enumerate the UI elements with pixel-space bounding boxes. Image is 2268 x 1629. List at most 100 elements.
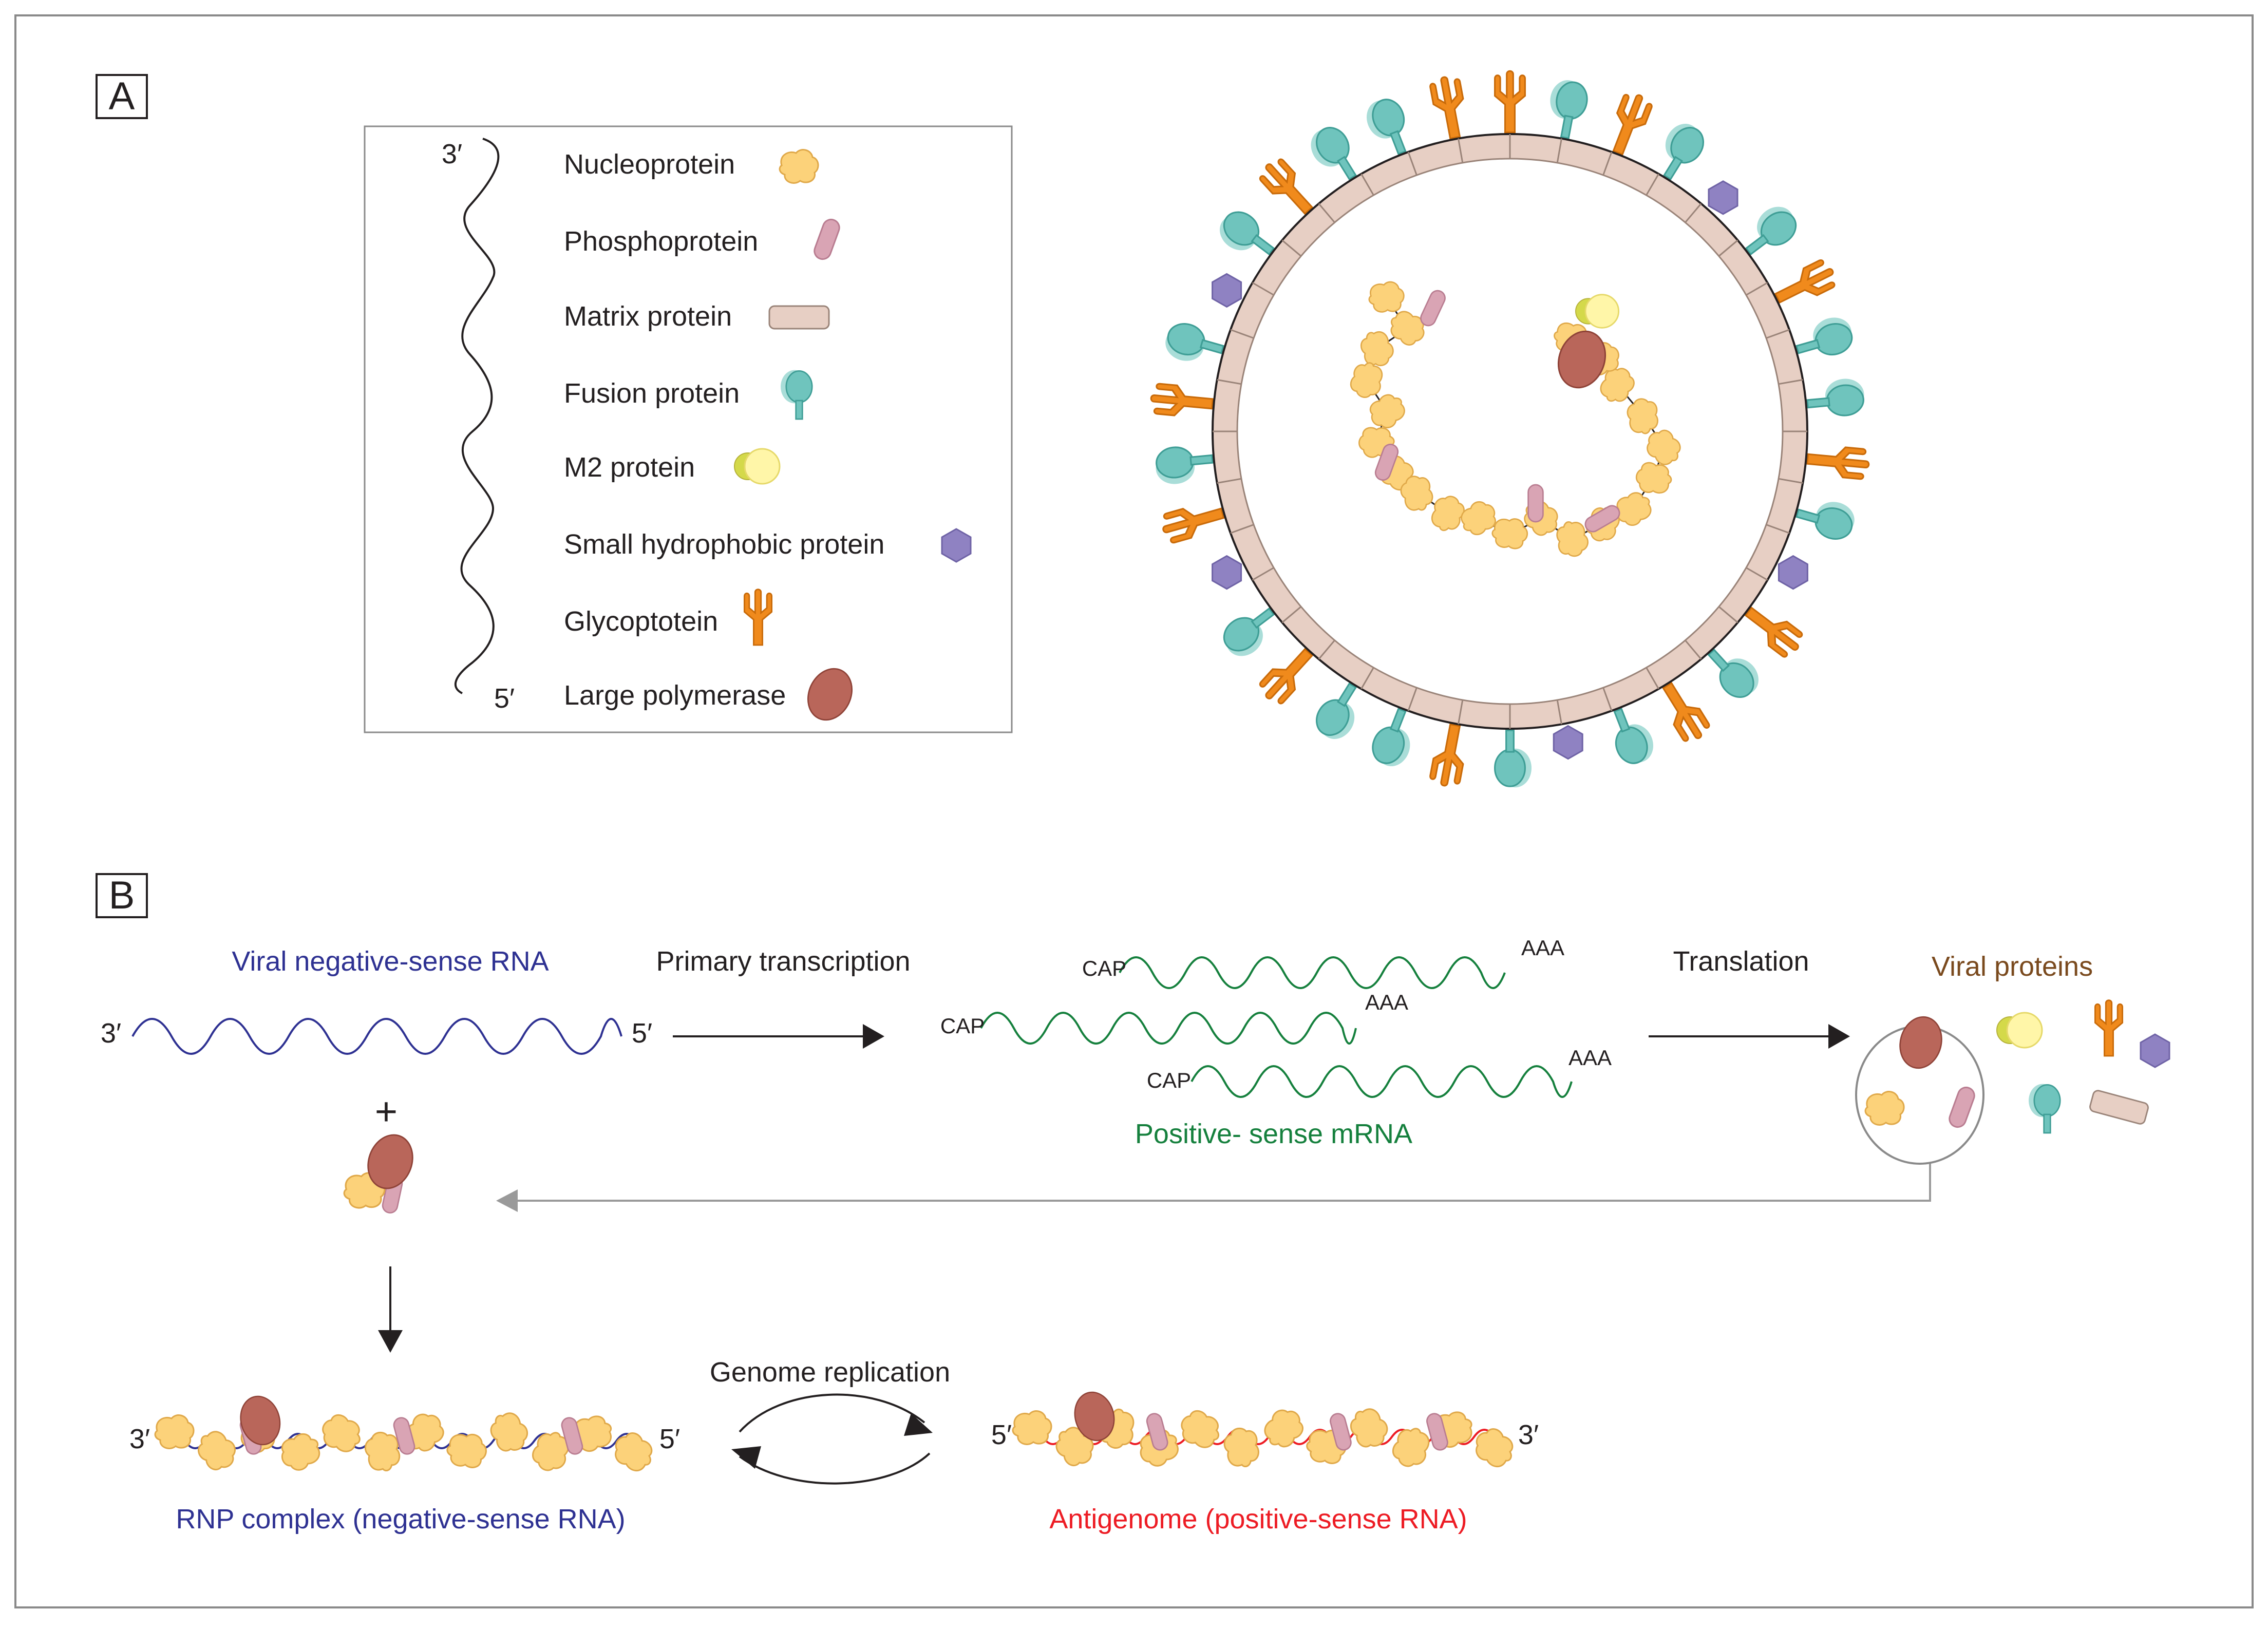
matrix-divider	[1217, 478, 1242, 484]
matrix-divider	[1360, 667, 1374, 690]
legend-label-glycoprotein: Glycoptotein	[564, 606, 718, 637]
virion-glycoprotein	[1494, 70, 1526, 134]
rnp-nucleoprotein	[154, 1414, 195, 1449]
matrix-protein-icon	[768, 305, 830, 330]
rnp-nucleoprotein	[275, 1429, 326, 1475]
virion-glycoprotein	[1603, 89, 1655, 159]
aaa-label-3: AAA	[1568, 1046, 1612, 1070]
matrix-divider	[1766, 524, 1790, 534]
rnp-nucleoprotein	[1257, 1402, 1310, 1454]
cap-label-2: CAP	[940, 1014, 985, 1038]
cap-label-3: CAP	[1147, 1068, 1191, 1092]
legend-frame	[364, 125, 1013, 733]
virion-phosphoprotein	[1527, 484, 1544, 523]
matrix-divider	[1252, 282, 1274, 296]
mrna-strand-2	[980, 1012, 1357, 1045]
virion-fusion-protein	[1161, 318, 1227, 371]
matrix-divider	[1556, 138, 1562, 163]
matrix-divider	[1778, 379, 1803, 385]
matrix-divider	[1685, 639, 1702, 660]
rnp-nucleoprotein	[1387, 1422, 1436, 1473]
rnp-5-prime: 5′	[659, 1424, 680, 1454]
virion-fusion-protein	[1494, 729, 1533, 788]
matrix-divider	[1407, 687, 1418, 711]
replication-arrow-back	[739, 1452, 931, 1485]
viral-rna-title: Viral negative-sense RNA	[232, 946, 549, 977]
virion-fusion-protein	[1805, 376, 1867, 420]
rnp-nucleoprotein	[1467, 1422, 1521, 1474]
matrix-divider	[1685, 203, 1702, 223]
virion-nucleoprotein	[1357, 327, 1397, 370]
virion-surface-proteins	[1149, 70, 1871, 789]
virion-nucleoprotein	[1632, 459, 1675, 499]
panel-b: B Viral negative-sense RNA 3′ 5′ Primary…	[96, 873, 2170, 1535]
transcription-arrowhead	[863, 1024, 884, 1049]
matrix-divider	[1360, 173, 1374, 196]
matrix-divider	[1646, 173, 1659, 196]
panel-a-box	[96, 74, 148, 119]
matrix-divider	[1746, 282, 1768, 296]
virion-phosphoprotein	[1418, 287, 1448, 329]
virion-fusion-protein	[1792, 491, 1859, 544]
legend-label-sh: Small hydrophobic protein	[564, 529, 884, 560]
matrix-divider	[1458, 138, 1464, 163]
matrix-divider	[1718, 239, 1738, 257]
legend-label-m2: M2 protein	[564, 452, 695, 483]
virion-nucleoprotein	[1627, 397, 1659, 435]
virion-nucleoprotein	[1368, 281, 1405, 313]
legend-genome-strand	[454, 138, 500, 694]
rnp-nucleoprotein	[191, 1424, 243, 1477]
rnp-nucleoprotein	[1174, 1405, 1226, 1455]
legend: 3′ 5′ Nucleoprotein Phosphoprotein Matri…	[364, 125, 1013, 733]
virion-glycoprotein	[1158, 498, 1227, 545]
antigenome-complex	[1012, 1387, 1521, 1474]
legend-label-polymerase: Large polymerase	[564, 680, 786, 711]
matrix-divider	[1766, 329, 1790, 339]
replication-arrowhead-back	[731, 1446, 761, 1469]
down-arrowhead	[378, 1330, 403, 1353]
legend-label-fusion: Fusion protein	[564, 378, 740, 409]
virion-glycoprotein	[1428, 722, 1471, 789]
matrix-divider	[1318, 203, 1335, 223]
rnp-nucleoprotein	[363, 1430, 402, 1473]
virion-fusion-protein	[1153, 443, 1215, 487]
matrix-divider	[1602, 151, 1613, 176]
aaa-label-1: AAA	[1521, 936, 1564, 960]
virion-sh-protein	[1212, 273, 1242, 308]
mrna-strand-1	[1119, 956, 1506, 989]
matrix-divider	[1602, 687, 1613, 711]
small-hydrophobic-protein-icon	[941, 528, 972, 563]
antigenome-3-prime: 3′	[1518, 1419, 1539, 1450]
rnp-nucleoprotein	[315, 1409, 367, 1459]
matrix-divider	[1217, 379, 1242, 385]
virion-fusion-protein	[1543, 77, 1591, 141]
replication-arrowhead-forward	[904, 1413, 933, 1436]
virion-fusion-protein	[1790, 312, 1858, 365]
virion-fusion-protein	[1360, 93, 1417, 162]
matrix-divider	[1407, 151, 1418, 176]
virion-envelope	[1213, 134, 1807, 729]
vp-sh	[2140, 1033, 2170, 1068]
aaa-label-2: AAA	[1365, 990, 1408, 1014]
panel-b-letter: B	[109, 874, 135, 917]
virion-nucleoprotein	[1364, 389, 1411, 434]
virion-fusion-protein	[1603, 701, 1660, 770]
return-arrow	[508, 1164, 1931, 1202]
mrna-label: Positive- sense mRNA	[1135, 1119, 1412, 1149]
legend-3-prime: 3′	[442, 139, 462, 169]
rnp-nucleoprotein	[1012, 1410, 1052, 1445]
return-arrowhead	[496, 1189, 518, 1212]
rnp-3-prime: 3′	[129, 1424, 150, 1454]
rnp-nucleoprotein	[1222, 1426, 1261, 1469]
matrix-divider	[1718, 606, 1738, 623]
vp-m2	[1996, 1012, 2043, 1049]
virion-nucleoprotein	[1555, 519, 1590, 559]
vp-glycoprotein	[2094, 999, 2124, 1057]
legend-5-prime: 5′	[494, 683, 515, 714]
translation-label: Translation	[1673, 946, 1809, 977]
virion	[1149, 70, 1871, 789]
vp-nucleoprotein	[1864, 1091, 1905, 1126]
matrix-divider	[1646, 667, 1659, 690]
rnp-label: RNP complex (negative-sense RNA)	[176, 1504, 625, 1535]
